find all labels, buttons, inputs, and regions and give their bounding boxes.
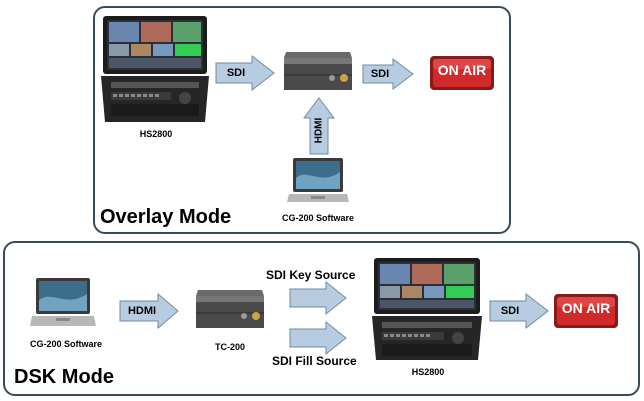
dsk-laptop-icon <box>30 278 96 326</box>
overlay-mode-title: Overlay Mode <box>100 206 232 228</box>
dsk-on-air-sign-icon <box>554 294 618 328</box>
dsk-hdmi-arrow <box>119 292 179 330</box>
overlay-sdi-out-arrow <box>362 58 414 90</box>
dsk-sdi-out-arrow <box>489 292 549 330</box>
key-source-arrow <box>289 280 347 316</box>
overlay-converter-icon <box>284 52 352 90</box>
overlay-hdmi-label: HDMI <box>313 117 325 144</box>
on-air-sign-icon <box>430 56 494 90</box>
dsk-switcher-label: HS2800 <box>411 367 445 377</box>
overlay-laptop-icon <box>287 158 349 202</box>
tc200-converter-icon <box>196 290 264 328</box>
overlay-sdi-in-arrow <box>215 54 275 92</box>
fill-source-arrow <box>289 320 347 356</box>
overlay-on-air-text: ON AIR <box>437 62 487 78</box>
dsk-hs2800-switcher-icon <box>372 258 482 360</box>
hs2800-switcher-icon <box>101 16 209 122</box>
dsk-on-air-text: ON AIR <box>561 300 611 316</box>
dsk-laptop-label: CG-200 Software <box>29 339 103 349</box>
dsk-sdi-out-label: SDI <box>500 305 520 317</box>
overlay-laptop-label: CG-200 Software <box>281 213 355 223</box>
overlay-hdmi-arrow <box>303 97 335 155</box>
overlay-switcher-label: HS2800 <box>139 129 173 139</box>
fill-source-label: SDI Fill Source <box>272 354 357 368</box>
dsk-hdmi-label: HDMI <box>127 305 157 317</box>
key-source-label: SDI Key Source <box>266 268 356 282</box>
dsk-mode-title: DSK Mode <box>14 366 114 388</box>
tc200-label: TC-200 <box>214 342 245 352</box>
overlay-sdi-in-label: SDI <box>226 67 246 79</box>
overlay-sdi-out-label: SDI <box>370 68 390 80</box>
